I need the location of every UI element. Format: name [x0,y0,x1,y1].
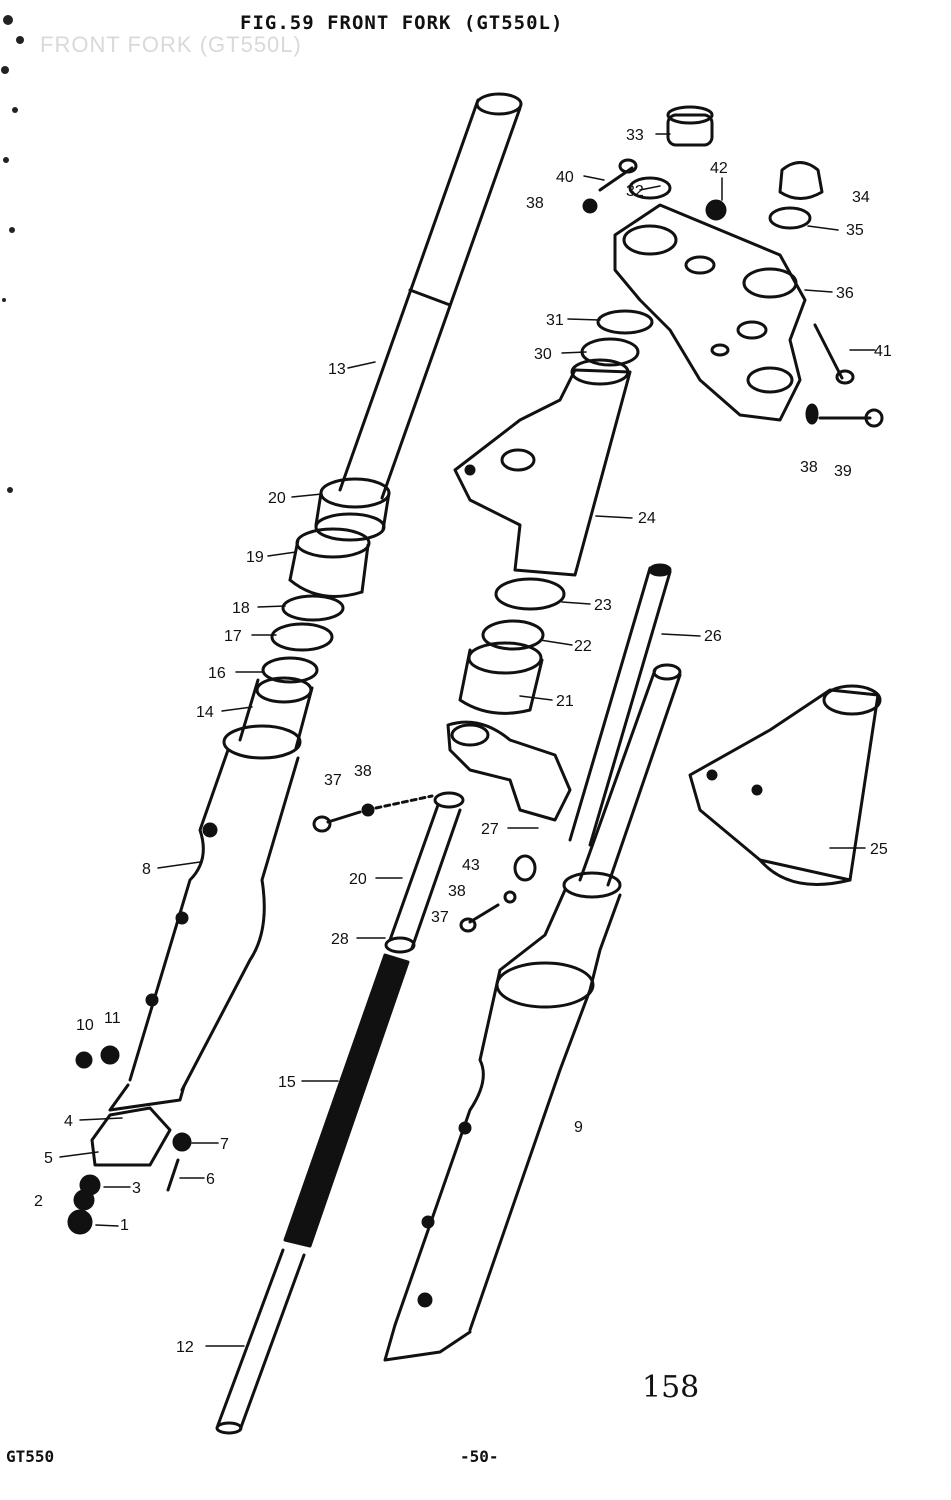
callout-label-c15: 15 [278,1074,296,1091]
callout-label-c35: 35 [846,222,864,239]
plate-number: 158 [642,1370,700,1405]
callout-label-c10: 10 [76,1017,94,1034]
spacer-23-22-21 [458,577,566,715]
spring-seat-20 [314,477,391,542]
headlight-bracket-24 [453,358,632,577]
callout-label-c43: 43 [462,857,480,874]
scan-noise [1,15,24,493]
upper-bracket-36 [613,203,807,422]
callout-label-c22: 22 [574,638,592,655]
callout-label-c1: 1 [120,1217,129,1234]
callout-label-c19: 19 [246,549,264,566]
callout-label-c30: 30 [534,346,552,363]
callout-label-c41: 41 [874,343,892,360]
callout-label-c11: 11 [104,1010,121,1027]
rings-18-17-16 [255,594,345,704]
bolt-40 [582,158,638,214]
inner-tube-26 [568,563,672,847]
callout-label-c7: 7 [220,1136,229,1153]
callout-label-c38d: 38 [800,459,818,476]
callout-label-c21: 21 [556,693,574,710]
callout-label-c37b: 37 [431,909,449,926]
callout-label-c9: 9 [574,1119,583,1136]
callout-label-c24: 24 [638,510,656,527]
headlight-bracket-25 [688,684,882,886]
callout-label-c20b: 20 [349,871,367,888]
callout-label-c26: 26 [704,628,722,645]
callout-label-c17: 17 [224,628,242,645]
bolt-37-38 [312,794,537,933]
callout-label-c6: 6 [206,1171,215,1188]
callout-label-c33: 33 [626,127,644,144]
callout-label-c5: 5 [44,1150,53,1167]
top-cap-33 [628,105,727,221]
faded-title: FRONT FORK (GT550L) [40,32,302,57]
stem-nut-34 [768,161,824,230]
right-outer-tube-9 [383,663,682,1362]
callout-label-c36: 36 [836,285,854,302]
callout-label-c12: 12 [176,1339,194,1356]
damper-rod [215,791,465,1435]
callout-label-c20a: 20 [268,490,286,507]
callout-label-c4: 4 [64,1113,73,1130]
callout-label-c40: 40 [556,169,574,186]
outer-tube-8 [108,678,314,1112]
callout-label-c25: 25 [870,841,888,858]
axle-clamp-parts [67,1045,192,1235]
callout-label-c37a: 37 [324,772,342,789]
callout-label-c18: 18 [232,600,250,617]
callout-label-c27: 27 [481,821,499,838]
callout-label-c38b: 38 [354,763,372,780]
callout-label-c23: 23 [594,597,612,614]
callout-label-c32: 32 [626,183,644,200]
model-code: GT550 [6,1447,55,1466]
callout-label-c39: 39 [834,463,852,480]
leader-lines [59,133,876,1347]
lower-bracket-27 [446,720,572,822]
bolt-41-39 [805,323,884,428]
callout-label-c16: 16 [208,665,226,682]
callout-label-c8: 8 [142,861,151,878]
callout-label-c13: 13 [328,361,346,378]
callout-label-c14: 14 [196,704,214,721]
callout-label-c28: 28 [331,931,349,948]
callout-label-c2: 2 [34,1193,43,1210]
callout-label-c34: 34 [852,189,870,206]
inner-tube-13 [338,92,523,500]
callout-label-c38a: 38 [526,195,544,212]
callout-label-c31: 31 [546,312,564,329]
figure-title: FIG.59 FRONT FORK (GT550L) [240,12,564,34]
callout-label-c3: 3 [132,1180,141,1197]
callout-label-c42: 42 [710,160,728,177]
page-number: -50- [460,1447,499,1466]
callout-label-c38c: 38 [448,883,466,900]
